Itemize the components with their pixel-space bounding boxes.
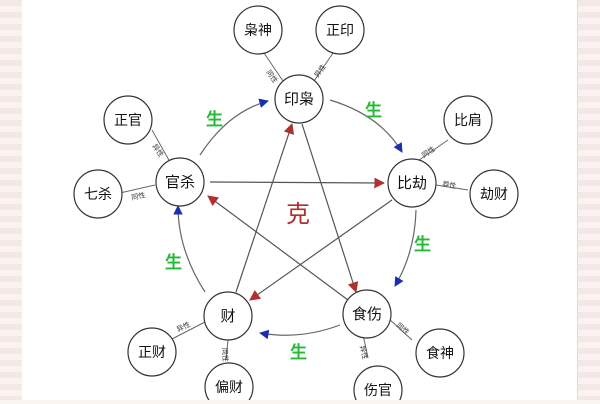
sheng-arc-bijie-shishang — [394, 209, 417, 287]
node-yinxiao: 印枭 — [274, 74, 324, 124]
rel-label-jiecai: 异性 — [442, 179, 457, 190]
sheng-arc-yinxiao-bijie — [329, 99, 403, 153]
svg-text:食伤: 食伤 — [352, 305, 382, 323]
svg-text:偏财: 偏财 — [215, 380, 243, 396]
svg-text:劫财: 劫财 — [480, 187, 508, 203]
ke-line-guansha-bijie — [209, 177, 386, 189]
satellite-xiaoshen: 枭神 — [233, 5, 283, 55]
svg-text:比肩: 比肩 — [454, 113, 482, 129]
svg-text:枭神: 枭神 — [244, 22, 272, 39]
node-shishang: 食伤 — [342, 289, 392, 339]
rel-label-piancai: 同性 — [220, 347, 230, 362]
node-bijie: 比劫 — [387, 158, 437, 208]
ke-line-cai-yinxiao — [235, 122, 295, 293]
sheng-arc-cai-guansha — [173, 205, 206, 293]
sheng-label-bottom: 生 — [290, 342, 307, 363]
satellite-zhengguan: 正官 — [103, 95, 153, 145]
svg-text:正官: 正官 — [114, 113, 142, 129]
svg-text:正印: 正印 — [326, 23, 354, 39]
sheng-label-left: 生 — [165, 252, 182, 273]
sheng-label-top-left: 生 — [206, 109, 223, 130]
svg-text:伤官: 伤官 — [364, 383, 392, 399]
svg-text:食神: 食神 — [426, 345, 454, 362]
svg-text:比劫: 比劫 — [397, 174, 427, 192]
diagram-canvas: 同性 异性 同性 异性 同性 异性 异性 同性 异性 同性 生 生 生 生 生 … — [22, 0, 578, 404]
left-decorative-border — [0, 0, 23, 400]
rel-label-xiaoshen: 同性 — [264, 68, 279, 85]
satellite-nodes: 枭神 正印 比肩 劫财 食神 — [73, 5, 519, 404]
sheng-arc-shishang-cai — [259, 324, 341, 340]
node-guansha: 官杀 — [155, 157, 205, 207]
satellite-shangguan: 伤官 — [353, 365, 403, 404]
rel-label-qisha: 同性 — [131, 190, 147, 202]
node-cai: 财 — [203, 291, 253, 341]
ke-star — [207, 122, 393, 301]
satellite-bijian: 比肩 — [443, 95, 493, 145]
rel-label-zhengguan: 异性 — [150, 142, 165, 159]
satellite-zhengcai: 正财 — [127, 327, 177, 377]
sheng-cycle — [173, 98, 417, 340]
rel-label-zhengcai: 异性 — [175, 320, 191, 334]
sheng-label-top-right: 生 — [365, 100, 382, 121]
satellite-jiecai: 劫财 — [469, 169, 519, 219]
rel-label-bijian: 同性 — [420, 144, 437, 159]
main-nodes: 印枭 比劫 食伤 财 官杀 — [155, 74, 437, 341]
sheng-arc-guansha-yinxiao — [199, 98, 269, 156]
sheng-label-right: 生 — [414, 234, 431, 255]
ke-line-bijie-cai — [249, 199, 393, 301]
five-elements-diagram: 同性 异性 同性 异性 同性 异性 异性 同性 异性 同性 生 生 生 生 生 … — [73, 5, 519, 404]
ke-center-label: 克 — [286, 200, 310, 228]
rel-label-shishen: 同性 — [395, 321, 412, 337]
svg-text:七杀: 七杀 — [84, 187, 112, 203]
satellite-piancai: 偏财 — [204, 362, 254, 404]
sheng-labels: 生 生 生 生 生 — [165, 100, 431, 363]
ke-line-yinxiao-shishang — [301, 123, 359, 294]
svg-text:印枭: 印枭 — [284, 90, 314, 108]
ke-line-shishang-guansha — [207, 195, 349, 301]
rel-label-shangguan: 异性 — [358, 345, 370, 361]
satellite-qisha: 七杀 — [73, 169, 123, 219]
right-decorative-border — [577, 0, 600, 400]
svg-text:官杀: 官杀 — [165, 173, 195, 191]
svg-text:财: 财 — [220, 307, 235, 325]
satellite-shishen: 食神 — [415, 328, 465, 378]
satellite-zhengyin: 正印 — [315, 5, 365, 55]
svg-text:正财: 正财 — [138, 345, 166, 361]
